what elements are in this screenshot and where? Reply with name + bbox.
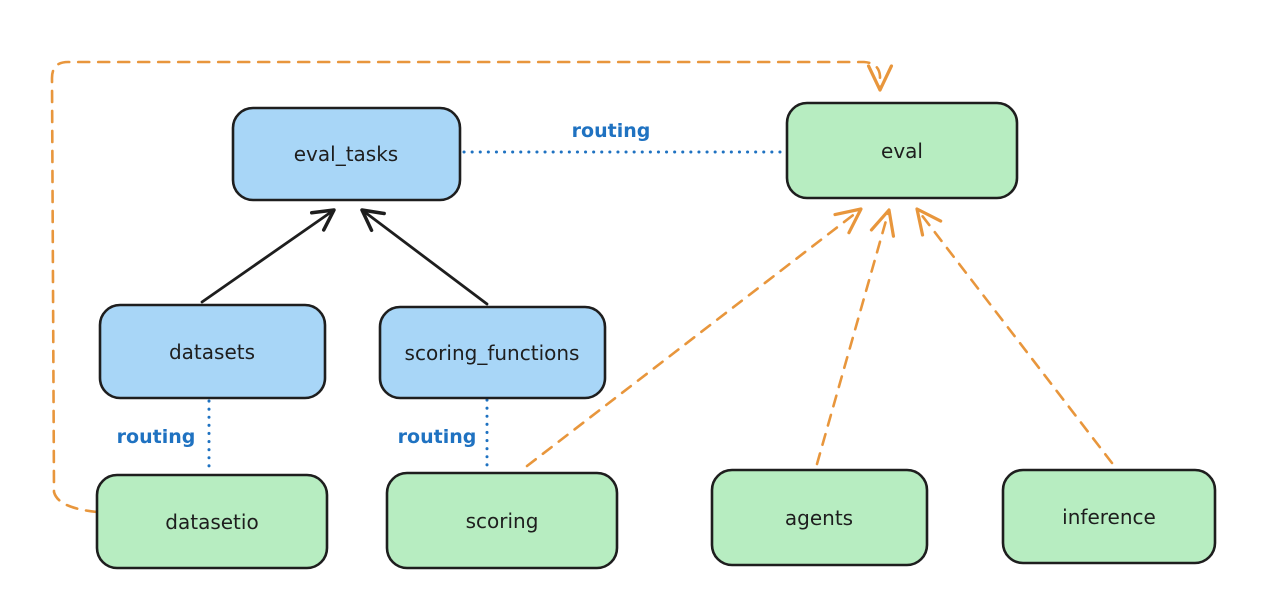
node-eval_tasks: eval_tasks: [231, 106, 462, 202]
node-scoring-box: [385, 471, 619, 570]
node-eval: eval: [785, 101, 1019, 200]
edge-datasets-eval_tasks-arrow: [200, 208, 336, 304]
node-agents: agents: [710, 468, 929, 567]
node-datasetio-box: [95, 473, 329, 570]
edge-datasetio-eval-dashed: [50, 60, 894, 514]
node-agents-label: agents: [785, 506, 853, 530]
node-agents-box: [710, 468, 929, 567]
node-eval-label: eval: [881, 139, 923, 163]
edge-label-routing-datasets: routing: [117, 426, 196, 448]
node-scoring_functions: scoring_functions: [378, 305, 607, 400]
node-scoring_functions-box: [378, 305, 607, 400]
node-datasets-label: datasets: [169, 340, 255, 364]
node-datasetio: datasetio: [95, 473, 329, 570]
node-inference: inference: [1001, 468, 1217, 565]
node-datasets: datasets: [98, 303, 327, 400]
edges: [50, 60, 1114, 514]
node-scoring: scoring: [385, 471, 619, 570]
edge-scoring_functions-eval_tasks-arrow: [360, 208, 489, 306]
node-inference-label: inference: [1062, 505, 1156, 529]
edge-inference-eval-dashed: [915, 207, 1114, 465]
node-inference-box: [1001, 468, 1217, 565]
node-datasets-box: [98, 303, 327, 400]
node-scoring-label: scoring: [466, 509, 539, 533]
edge-label-routing-top: routing: [572, 120, 651, 142]
node-datasetio-label: datasetio: [165, 510, 258, 534]
node-eval_tasks-label: eval_tasks: [294, 142, 398, 166]
edge-scoring-eval-dashed: [525, 207, 863, 468]
node-eval-box: [785, 101, 1019, 200]
edge-label-routing-scoring: routing: [398, 426, 477, 448]
node-scoring_functions-label: scoring_functions: [405, 341, 580, 365]
edge-agents-eval-dashed: [815, 208, 896, 466]
node-eval_tasks-box: [231, 106, 462, 202]
